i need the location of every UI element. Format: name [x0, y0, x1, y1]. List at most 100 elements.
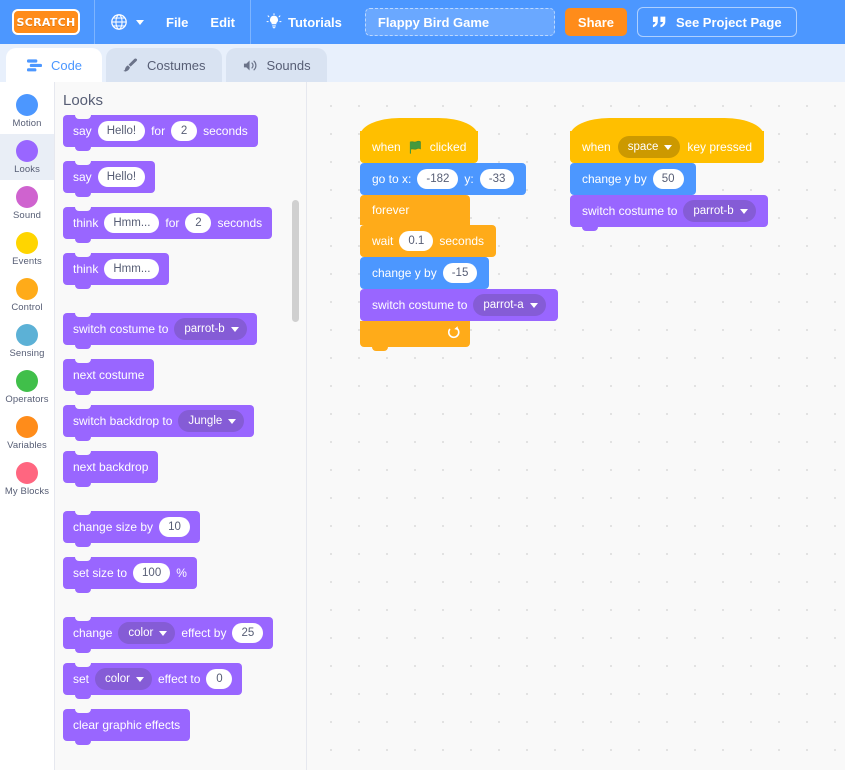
category-color-dot [16, 277, 38, 300]
tab-label: Costumes [147, 57, 206, 73]
hat-dome [570, 118, 765, 136]
block-dropdown[interactable]: parrot-b [174, 318, 247, 340]
block-input-field[interactable]: Hello! [97, 121, 146, 141]
block-input-field[interactable]: 2 [185, 213, 212, 233]
palette-block-next-backdrop[interactable]: next backdrop [63, 451, 159, 487]
paintbrush-icon [123, 58, 138, 71]
palette-block-next-costume[interactable]: next costume [63, 359, 155, 395]
category-motion[interactable]: Motion [0, 88, 54, 134]
block-input-field[interactable]: Hello! [97, 167, 146, 187]
green-flag-icon [409, 140, 421, 154]
block-input-field[interactable]: -15 [442, 263, 478, 283]
block-input-field[interactable]: Hmm... [104, 259, 160, 279]
category-color-dot [16, 93, 38, 116]
category-operators[interactable]: Operators [0, 364, 54, 410]
file-menu[interactable]: File [166, 14, 189, 30]
block-input-field[interactable]: 100 [133, 563, 171, 583]
community-icon [652, 16, 666, 28]
category-label: Looks [14, 163, 40, 175]
lightbulb-icon [266, 13, 282, 29]
tab-code[interactable]: Code [6, 48, 102, 82]
category-sensing[interactable]: Sensing [0, 318, 54, 364]
category-color-dot [16, 415, 38, 438]
chevron-down-icon [159, 630, 168, 636]
category-my-blocks[interactable]: My Blocks [0, 456, 54, 502]
palette-block-clear-effects[interactable]: clear graphic effects [63, 709, 191, 745]
edit-menu[interactable]: Edit [210, 14, 235, 30]
category-label: My Blocks [4, 485, 50, 497]
category-events[interactable]: Events [0, 226, 54, 272]
category-control[interactable]: Control [0, 272, 54, 318]
block-input-field[interactable]: 0.1 [399, 231, 434, 251]
menu-divider-2 [249, 0, 251, 44]
see-project-page-label: See Project Page [676, 14, 782, 30]
block-input-field[interactable]: 10 [159, 517, 190, 537]
language-menu[interactable] [99, 0, 155, 44]
hat-dome [360, 118, 479, 136]
block-input-field[interactable]: -182 [417, 169, 459, 189]
category-color-dot [16, 185, 38, 208]
palette-group-gap [63, 497, 306, 511]
category-color-dot [16, 461, 38, 484]
category-looks[interactable]: Looks [0, 134, 54, 180]
forever-footer [360, 321, 470, 351]
share-button[interactable]: Share [564, 8, 628, 36]
speaker-icon [243, 60, 256, 70]
chevron-down-icon [739, 208, 748, 214]
block-input-field[interactable]: -33 [479, 169, 515, 189]
block-input-field[interactable]: 2 [171, 121, 198, 141]
key-dropdown[interactable]: space [617, 136, 681, 158]
block-input-field[interactable]: 0 [206, 669, 233, 689]
block-input-field[interactable]: Hmm... [104, 213, 160, 233]
block-change-y[interactable]: change y by-15 [360, 257, 490, 293]
tutorials-button[interactable]: Tutorials [255, 0, 353, 44]
tab-sounds[interactable]: Sounds [225, 48, 327, 82]
category-label: Sensing [9, 347, 45, 359]
see-project-page-button[interactable]: See Project Page [637, 7, 797, 37]
block-input-field[interactable]: 25 [232, 623, 264, 643]
block-dropdown[interactable]: color [118, 622, 176, 644]
palette-scrollbar[interactable] [292, 200, 299, 322]
block-dropdown[interactable]: color [95, 668, 152, 690]
code-blocks-icon [26, 58, 42, 71]
category-sound[interactable]: Sound [0, 180, 54, 226]
tutorials-label: Tutorials [287, 14, 342, 30]
block-dropdown[interactable]: parrot-b [683, 200, 756, 222]
menu-bar: SCRATCH File Edit Tutorials [0, 0, 845, 44]
forever-label: forever [360, 195, 470, 225]
scratch-logo[interactable]: SCRATCH [12, 9, 80, 35]
palette-group-gap [63, 299, 306, 313]
block-dropdown[interactable]: Jungle [178, 410, 245, 432]
block-dropdown[interactable]: parrot-a [473, 294, 546, 316]
category-variables[interactable]: Variables [0, 410, 54, 456]
project-name-input[interactable]: Flappy Bird Game [364, 8, 555, 36]
tab-costumes[interactable]: Costumes [106, 48, 222, 82]
block-input-field[interactable]: 50 [652, 169, 684, 189]
globe-icon [111, 14, 127, 30]
menu-divider-1 [94, 0, 95, 44]
category-label: Control [11, 301, 43, 313]
